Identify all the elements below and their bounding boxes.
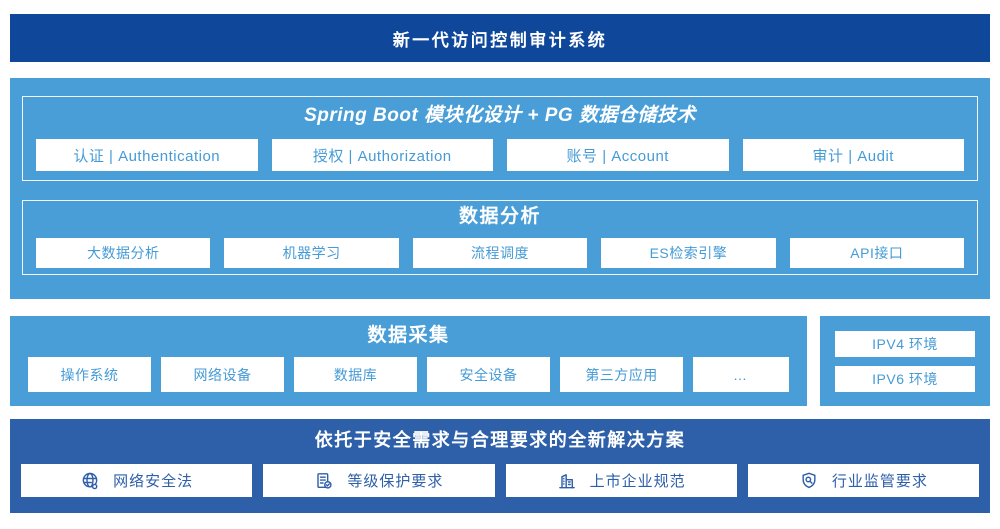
module-machine-learning: 机器学习 [224, 238, 399, 268]
source-more-ellipsis: … [693, 357, 790, 392]
source-operating-system: 操作系统 [28, 357, 152, 392]
solution-item-label: 网络安全法 [113, 473, 194, 490]
solution-cybersecurity-law: 网络安全法 [21, 464, 253, 497]
spring-boot-section: Spring Boot 模块化设计 + PG 数据仓储技术 认证 | Authe… [22, 96, 978, 181]
solution-item-label: 上市企业规范 [589, 473, 686, 490]
module-api-interface: API接口 [789, 238, 965, 268]
globe-icon [82, 472, 98, 489]
module-audit: 审计 | Audit [742, 139, 964, 171]
source-security-device: 安全设备 [427, 357, 551, 392]
solution-section: 依托于安全需求与合理要求的全新解决方案 网络安全法 等级保护要求 [10, 419, 990, 513]
solution-title: 依托于安全需求与合理要求的全新解决方案 [314, 430, 686, 450]
solution-classified-protection: 等级保护要求 [263, 464, 495, 497]
collection-source-row: 操作系统 网络设备 数据库 安全设备 第三方应用 … [28, 357, 790, 392]
building-icon [558, 473, 575, 488]
solution-item-row: 网络安全法 等级保护要求 上市企业规范 [21, 464, 979, 497]
solution-item-label: 行业监管要求 [831, 473, 928, 490]
document-check-icon [317, 472, 332, 489]
collection-row: 数据采集 操作系统 网络设备 数据库 安全设备 第三方应用 … IPV4 环境 … [10, 316, 990, 406]
data-analysis-title: 数据分析 [458, 206, 541, 227]
module-account: 账号 | Account [507, 139, 729, 171]
spring-boot-section-title: Spring Boot 模块化设计 + PG 数据仓储技术 [304, 105, 696, 126]
data-collection-section: 数据采集 操作系统 网络设备 数据库 安全设备 第三方应用 … [10, 316, 807, 406]
page-title: 新一代访问控制审计系统 [10, 14, 990, 62]
data-collection-title: 数据采集 [367, 325, 450, 346]
module-es-search-engine: ES检索引擎 [601, 238, 776, 268]
ipv4-environment: IPV4 环境 [835, 330, 975, 357]
source-network-device: 网络设备 [161, 357, 285, 392]
source-third-party-app: 第三方应用 [560, 357, 684, 392]
ipv6-environment: IPV6 环境 [835, 365, 975, 392]
solution-listed-company-standard: 上市企业规范 [505, 464, 737, 497]
module-authentication: 认证 | Authentication [36, 139, 258, 171]
source-database: 数据库 [294, 357, 418, 392]
analysis-module-row: 大数据分析 机器学习 流程调度 ES检索引擎 API接口 [36, 238, 965, 268]
data-analysis-section: 数据分析 大数据分析 机器学习 流程调度 ES检索引擎 API接口 [22, 200, 978, 275]
module-authorization: 授权 | Authorization [271, 139, 493, 171]
module-workflow-scheduling: 流程调度 [412, 238, 588, 268]
platform-container: Spring Boot 模块化设计 + PG 数据仓储技术 认证 | Authe… [10, 78, 990, 299]
shield-search-icon [802, 472, 816, 488]
module-bigdata-analysis: 大数据分析 [36, 238, 211, 268]
solution-industry-supervision: 行业监管要求 [747, 464, 979, 497]
auth-module-row: 认证 | Authentication 授权 | Authorization 账… [36, 139, 964, 171]
solution-item-label: 等级保护要求 [347, 473, 444, 490]
ip-environment-section: IPV4 环境 IPV6 环境 [820, 316, 990, 406]
